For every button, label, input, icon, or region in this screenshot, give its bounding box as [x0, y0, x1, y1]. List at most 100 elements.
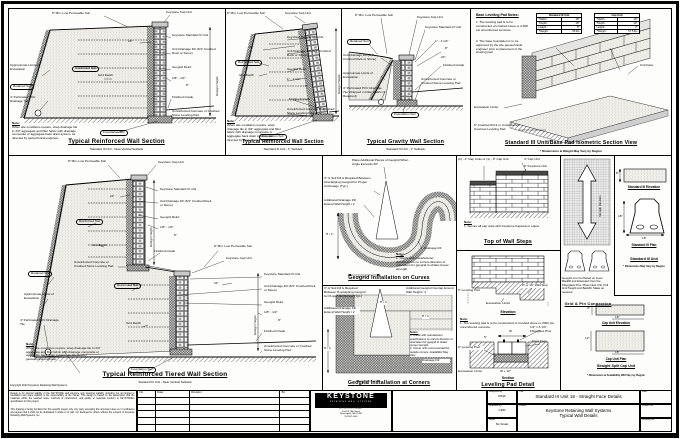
label-retained-soil: Retained Soil	[10, 84, 35, 91]
note-text: 1. The leveling pad is to be constructed…	[460, 320, 554, 329]
label-8in-unit: 8" Keystone Unit	[524, 164, 547, 168]
logo-name: KEYSTONE	[327, 393, 375, 400]
dim-24: 24"	[249, 45, 254, 49]
label-extra-geogrid: Place Additional Pieces of Geogrid When …	[352, 158, 409, 166]
dim-8: 8"	[186, 83, 189, 87]
label-6in-pad-2: 6" Leveling Pad	[458, 345, 484, 350]
panel-subtitle: Standard III Unit - 1" Setback	[386, 147, 425, 151]
disclaimer-2: This drawing is being furnished for this…	[10, 408, 135, 417]
panel-title: Typical Gravity Wall Section	[366, 139, 445, 145]
project-label: Project:	[519, 405, 527, 408]
label-drainage-fill: Unit Drainage Fill (3/4" Crushed Rock or…	[160, 199, 212, 207]
rev-cell	[137, 417, 156, 425]
label-retained-soil: Retained Soil	[28, 271, 53, 278]
sub-title-section: Section	[501, 376, 515, 380]
label-reinforced-soil: Reinforced Soil	[76, 219, 103, 226]
label-cap-units: (2) - 4" Cap Units or (1) - 8" Cap Unit	[458, 157, 509, 161]
label-finished-grade: Finished Grade	[172, 95, 194, 99]
rev-col-date: Date	[154, 390, 190, 398]
pad-notes-heading: Base Leveling Pad Notes:	[476, 13, 519, 17]
label-grid-depth-2: Grid Depth	[126, 321, 141, 325]
panel-leveling-pad: 6" Leveling Pad 8" or 16" Wall Step Exca…	[456, 250, 560, 390]
rev-cell	[188, 403, 281, 412]
panel-title: Typical Reinforced Wall Section	[242, 139, 324, 145]
label-grid-depth: Grid Depth	[239, 73, 254, 77]
disclaimer-1: Design is for internal stability of the …	[10, 392, 135, 404]
logo-phone: 952-897-1040	[344, 415, 358, 418]
dim-24: 24"	[441, 55, 446, 59]
label-geogrid: Geogrid Reinf.	[287, 67, 307, 71]
pad-note-1: 1. The leveling pad is to be constructed…	[476, 20, 528, 32]
note-block: Note:1. The leveling pad is to be constr…	[460, 317, 556, 329]
label-overlap: Additional Geogrid Overlap Extend Wall H…	[406, 286, 454, 295]
note-block: Note:When site conditions require, wrap …	[26, 342, 104, 362]
label-additional-drainage: Additional Drainage Fill Extend Wall Hei…	[324, 306, 360, 315]
checked-by-cell: Checked By:CDM	[487, 404, 517, 418]
label-foundation-soil: Foundation Soil	[391, 112, 419, 119]
panel-subtitle: Standard III Unit - Near Vertical Setbac…	[138, 380, 192, 384]
note-text: When site conditions require, wrap drain…	[12, 124, 78, 141]
rev-col-revision: Revision	[188, 390, 281, 398]
date-label: Date:	[642, 391, 648, 394]
project-line-1: Keystone Retaining Wall Systems	[545, 407, 612, 413]
label-standard-unit: Keystone Standard III Unit	[172, 33, 209, 37]
panel-subtitle: * Dimensions & Weight May Vary by Region	[540, 149, 602, 153]
dim-8: 8"	[174, 233, 177, 237]
label-pvc-tile: 4" Perforated PVC Drainage Tile	[10, 95, 36, 103]
rev-cell	[279, 396, 310, 405]
label-4in-cap: 4" Cap Unit	[524, 157, 540, 161]
label-pins: 1/2" x 5 1/4" Fiberglass Pins	[530, 325, 552, 333]
std-unit-note: * Dimensions May Vary by Region	[623, 265, 665, 268]
dim-setback: 1" - 1 1/4"	[435, 39, 449, 43]
dim-8: 8"	[445, 46, 448, 50]
checked-by-value: CDM	[498, 407, 506, 412]
divider	[225, 8, 226, 155]
dim-setback-2: 1/8" - 1/4"	[264, 310, 278, 314]
p3-drawing	[348, 17, 464, 113]
divider	[341, 8, 342, 155]
spec-cell: *Weight:	[593, 29, 619, 34]
note-block: Note:1. Secure all cap units with Keysto…	[464, 220, 552, 229]
dim-8: 8"	[616, 171, 619, 175]
label-additional-drainage: Additional Drainage Fill Extend Wall Hei…	[324, 198, 356, 206]
note-block: Note:When site conditions require, wrap …	[12, 121, 78, 141]
label-strength-direction: Strength Direction	[599, 195, 602, 217]
label-low-permeable-soil-2: 8" Min. Low Permeable Soil	[214, 244, 252, 248]
notes-block: Notes:1. Check with manufacturer specifi…	[410, 331, 454, 358]
label-cap-unit: Keystone Cap Unit	[285, 11, 311, 15]
label-unit-face: Unit Face	[640, 63, 654, 67]
label-low-permeable-soil: 8" Min. Low Permeable Soil	[68, 159, 106, 163]
label-grid-depth: Grid Depth	[92, 243, 107, 247]
panel-title: Typical Reinforced Tiered Wall Section	[102, 371, 228, 378]
label-reinforced-soil: Reinforced Soil	[72, 66, 99, 73]
p2-drawing	[231, 15, 340, 136]
label-6in-pad: 6" Leveling Pad	[458, 288, 484, 293]
rev-col-by: By	[279, 390, 310, 398]
rev-cell	[154, 396, 190, 405]
dim-18-c: 18"	[615, 315, 620, 319]
label-excavation-limits: Approximate Limits of Excavation	[24, 292, 54, 300]
dim-setback: 1/8" - 1/4"	[172, 76, 186, 80]
cap-unit-spec-table: Cap Unit *Width:18" *Depth:12" Height:4"…	[593, 13, 640, 34]
logo-address-2: Minneapolis, MN 55435	[340, 413, 362, 416]
label-drainage-fill: Unit Drainage Fill (3/4" Crushed Rock or…	[343, 53, 377, 61]
cap-elevation-title: Cap Unit Elevation	[601, 321, 631, 325]
label-soil-fill: 3" of Soil Fill is Required Between Over…	[324, 176, 371, 188]
label-geogrid: Geogrid Reinf.	[160, 215, 180, 219]
note-text: When site conditions require, wrap drain…	[26, 345, 101, 362]
std-plan-title: Standard III Plan	[631, 243, 657, 247]
project-no-cell: Project No:	[640, 404, 672, 418]
label-drainage-fill: Drainage Fill	[422, 358, 450, 363]
rev-cell	[154, 417, 190, 425]
logo-address-1: 4444 W 78th Street	[342, 410, 360, 413]
label-geogrid: Geogrid Reinf.	[172, 65, 192, 69]
dim-4: 4"	[587, 306, 590, 310]
p8-drawing	[469, 162, 549, 218]
pad-note-2: 2. The base foundation is to be approved…	[476, 39, 523, 55]
title-cell: Title:Standard III Unit 18 - Straight Fa…	[517, 390, 640, 404]
logo-cell: KEYSTONE RETAINING WALL SYSTEMS A CONTEC…	[310, 390, 392, 432]
cap-plan-title: Cap Unit Plan	[605, 357, 627, 361]
